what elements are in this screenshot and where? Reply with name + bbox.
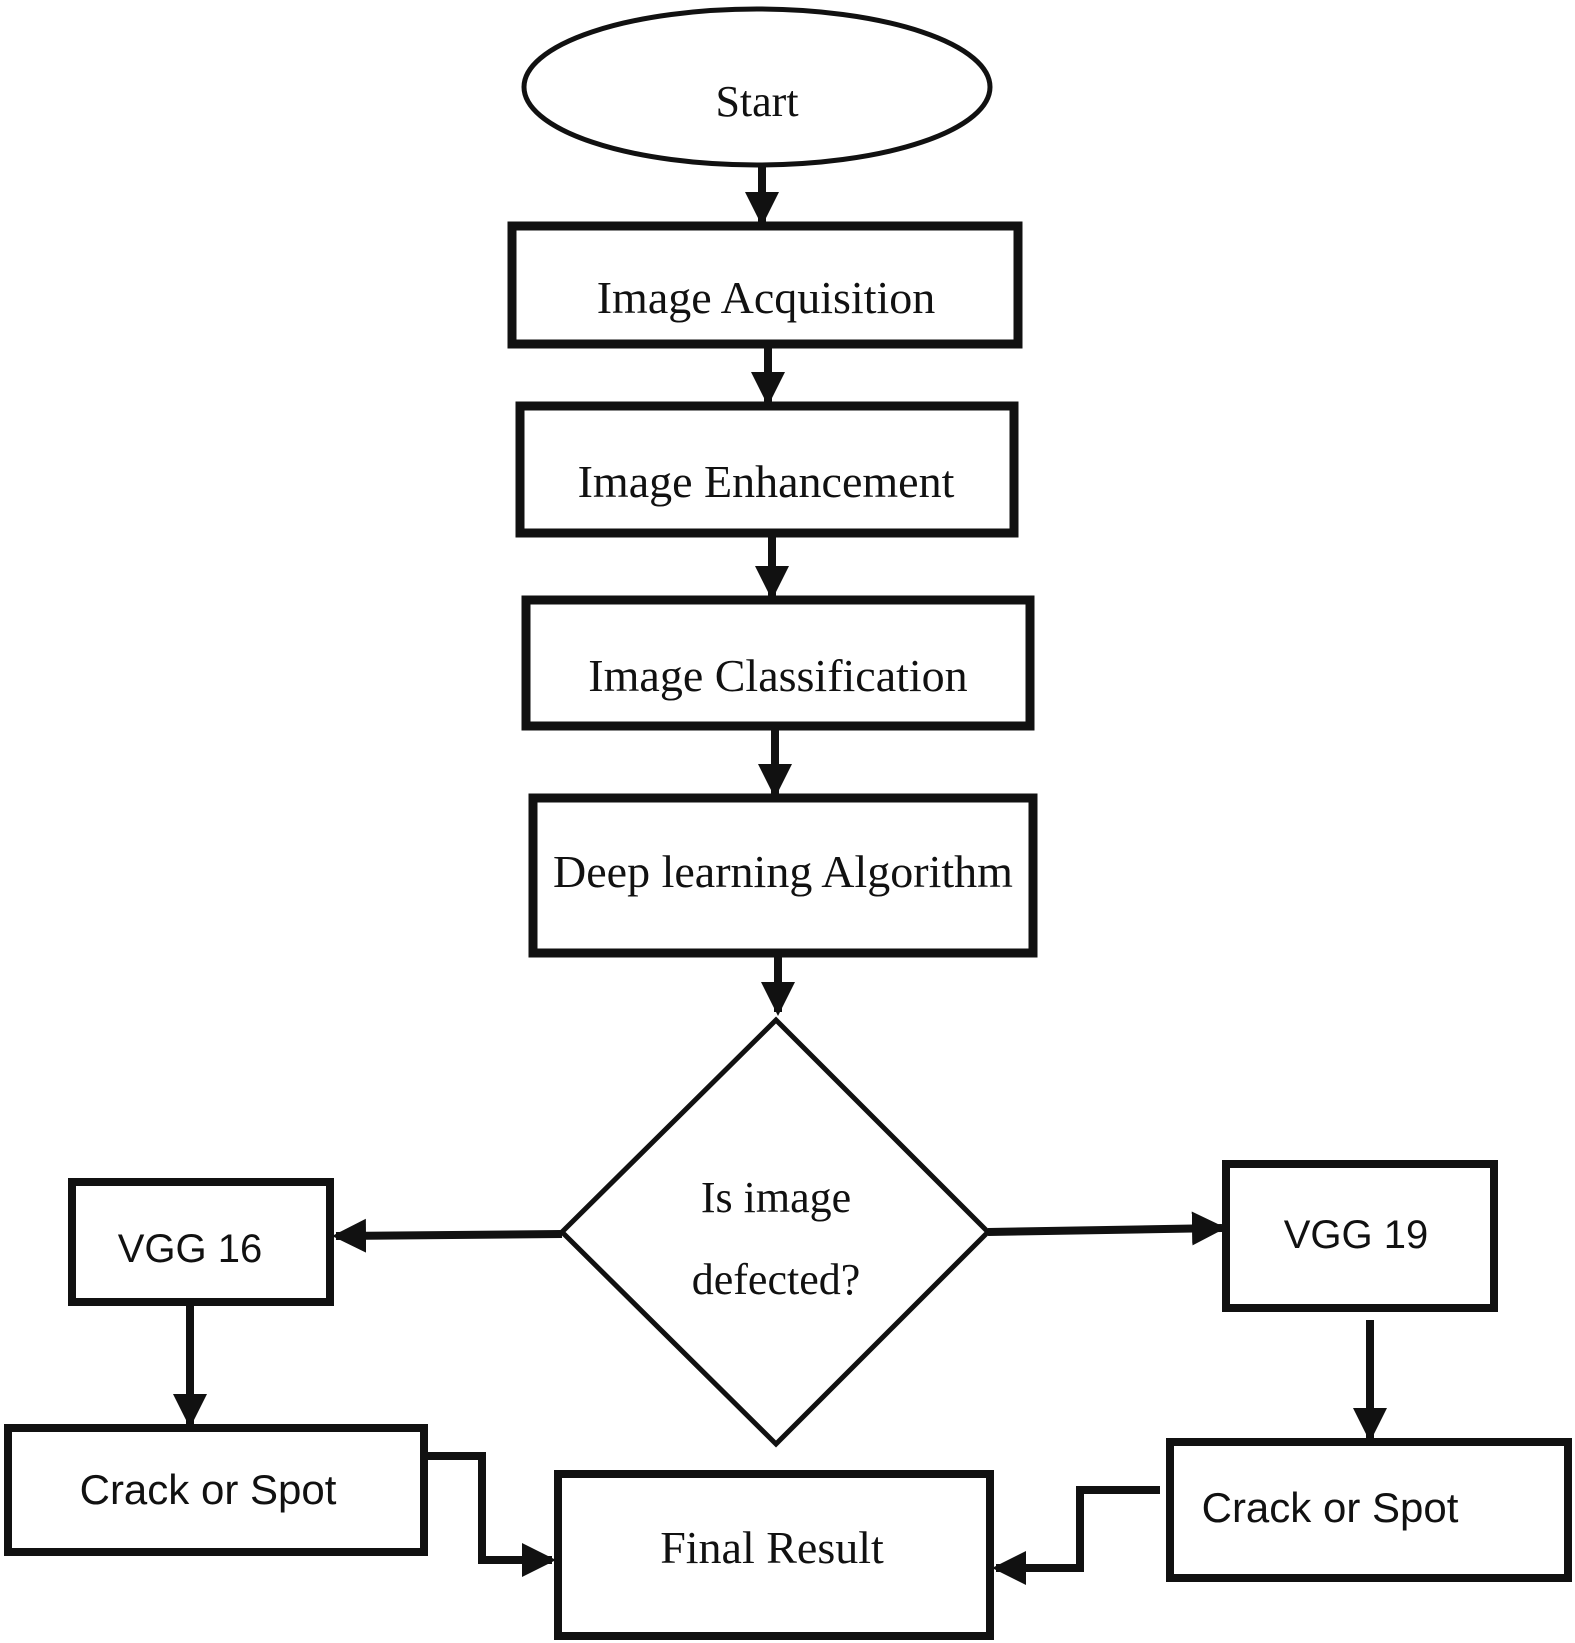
image-enhancement-label: Image Enhancement [578,456,955,507]
decision-node: Is image defected? [558,1016,992,1448]
vgg16-label: VGG 16 [118,1227,263,1271]
crack-or-spot-right-node: Crack or Spot [1166,1438,1572,1582]
crack-or-spot-left-node: Crack or Spot [4,1424,428,1556]
image-enhancement-node: Image Enhancement [515,401,1019,538]
start-node: Start [521,6,993,168]
image-classification-node: Image Classification [521,595,1035,731]
deep-learning-node: Deep learning Algorithm [528,793,1038,958]
arrow-decision-to-vgg16 [332,1218,563,1253]
vgg19-label: VGG 19 [1284,1213,1429,1257]
decision-label-line2: defected? [692,1255,861,1304]
arrow-decision-to-vgg19 [987,1211,1226,1246]
image-acquisition-node: Image Acquisition [507,221,1023,349]
final-result-node: Final Result [554,1470,994,1640]
crack-or-spot-right-label: Crack or Spot [1202,1484,1459,1531]
final-result-label: Final Result [660,1522,884,1573]
vgg19-node: VGG 19 [1222,1160,1498,1312]
deep-learning-label: Deep learning Algorithm [553,846,1013,897]
vgg16-node: VGG 16 [68,1178,334,1306]
decision-label-line1: Is image [701,1173,851,1222]
arrow-crack-right-to-final [992,1486,1160,1585]
image-acquisition-label: Image Acquisition [597,272,936,323]
arrow-crack-left-to-final [424,1452,556,1577]
start-label: Start [715,77,798,126]
crack-or-spot-left-label: Crack or Spot [80,1466,337,1513]
image-classification-label: Image Classification [588,650,967,701]
